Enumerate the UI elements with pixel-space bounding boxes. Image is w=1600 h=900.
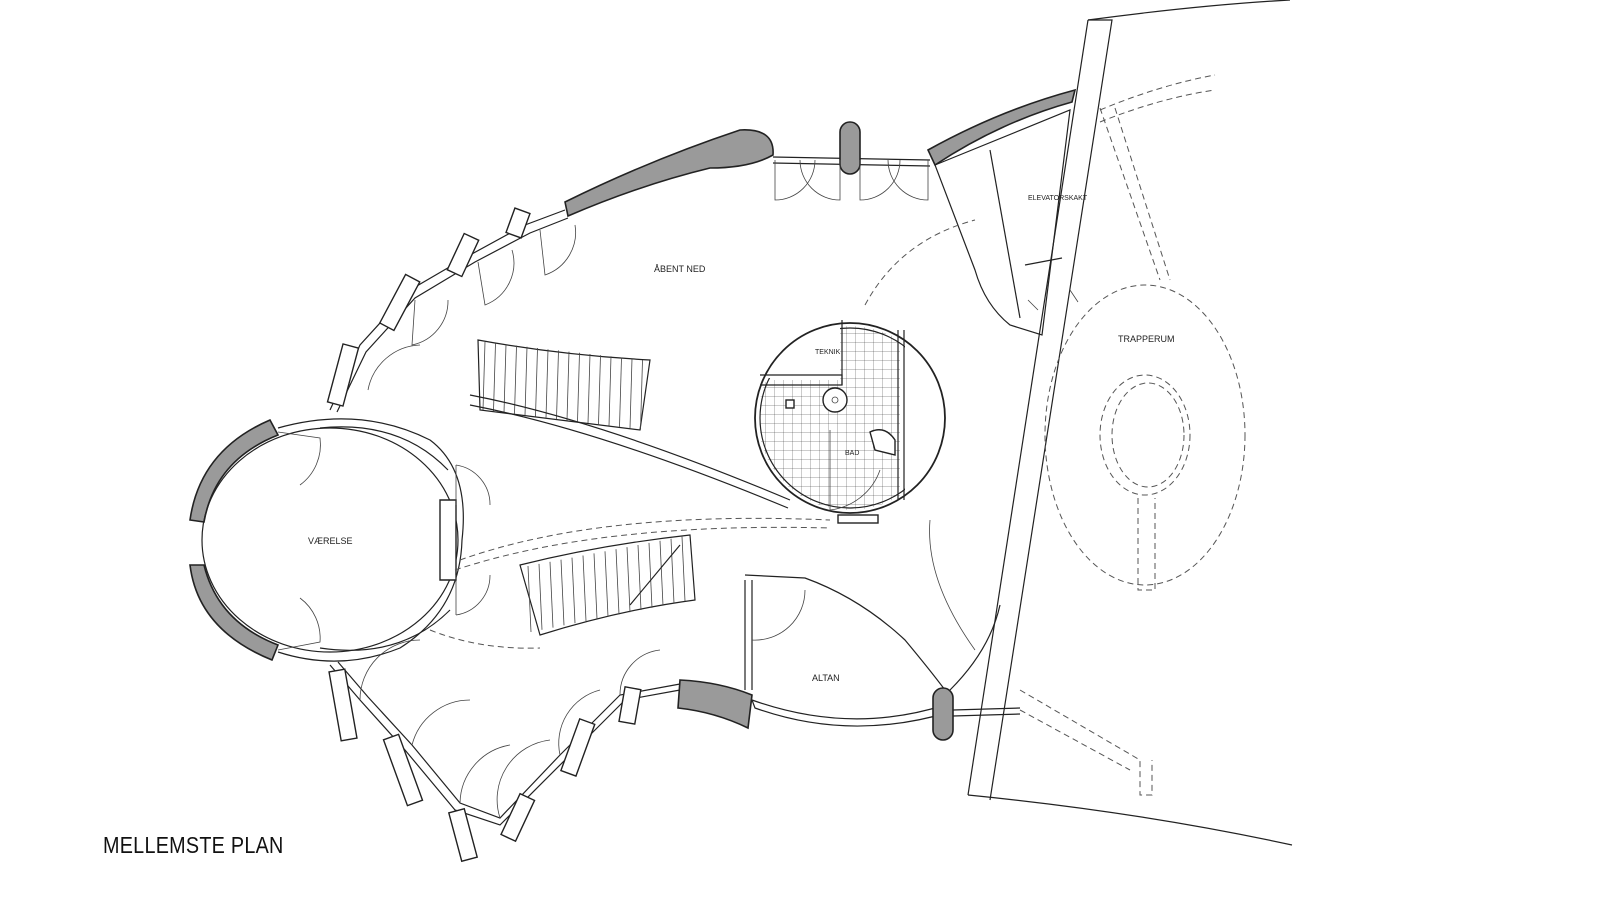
stair-tread: [514, 345, 517, 414]
stair-tread: [640, 359, 643, 430]
stair-tread: [524, 346, 528, 416]
stair-tread: [493, 343, 496, 412]
stair-tread: [538, 563, 543, 630]
room-vaerelse: [189, 418, 491, 662]
stair-tread: [582, 555, 587, 622]
stair-tread: [560, 559, 565, 626]
label-vaerelse: VÆRELSE: [308, 536, 353, 546]
stair-tread: [626, 547, 631, 613]
stair-tread: [637, 544, 642, 611]
stair-tread: [659, 540, 664, 606]
label-elevatorskakt: ELEVATORSKAKT: [1028, 195, 1088, 202]
door-swings: [277, 159, 976, 819]
label-trapperum: TRAPPERUM: [1118, 334, 1175, 344]
stair-tread: [527, 565, 532, 633]
stair-tread: [566, 351, 570, 421]
stair-tread: [571, 557, 576, 624]
outer-walls: [326, 88, 1077, 863]
stair-tread: [556, 350, 559, 420]
stair-tread: [535, 347, 538, 417]
stair-tread: [549, 561, 554, 628]
stair-tread: [629, 358, 633, 429]
stair-tread: [619, 357, 622, 427]
label-aabent-ned: ÅBENT NED: [654, 264, 706, 274]
stair-tread: [503, 344, 507, 413]
plan-title: MELLEMSTE PLAN: [103, 832, 284, 858]
room-bad-teknik: [754, 320, 946, 524]
stair-tread: [577, 352, 580, 422]
stair-tread: [615, 549, 620, 615]
stair-tread: [482, 341, 486, 411]
stair-tread: [598, 355, 601, 425]
stair-upper: [469, 339, 791, 509]
stair-tread: [608, 356, 612, 426]
label-altan: ALTAN: [812, 673, 840, 683]
stair-tread: [593, 553, 598, 619]
stair-tread: [681, 536, 686, 602]
stair-tread: [648, 542, 653, 608]
label-bad: BAD: [845, 450, 859, 457]
stair-building: [934, 0, 1293, 846]
stair-tread: [587, 353, 591, 424]
stair-tread: [604, 551, 609, 617]
stair-lower: [429, 517, 831, 649]
label-teknik: TEKNIK: [815, 349, 841, 356]
stair-tread: [545, 349, 549, 418]
stair-tread: [670, 538, 675, 604]
room-labels: ÅBENT NED VÆRELSE TEKNIK BAD ALTAN ELEVA…: [308, 195, 1175, 683]
